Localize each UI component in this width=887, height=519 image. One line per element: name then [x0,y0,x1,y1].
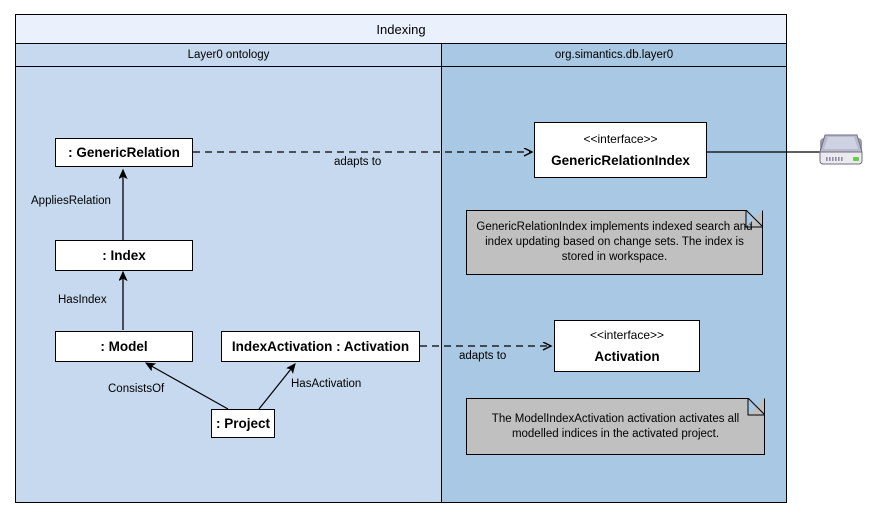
edge-label-text: HasIndex [58,294,107,306]
edge-label-text: adapts to [459,350,507,362]
edge-label-adapts-to-activation: adapts to [459,350,506,362]
note-text: The ModelIndexActivation activation acti… [491,412,740,440]
edge-label-applies-relation: AppliesRelation [31,195,111,207]
note-fold-line-icon [745,210,763,228]
column-header-label: org.simantics.db.layer0 [554,49,674,61]
node-stereotype: <<interface>> [583,132,658,146]
note-generic-relation-index[interactable]: GenericRelationIndex implements indexed … [466,210,763,275]
page-title: Indexing [376,21,426,37]
node-label: : Index [102,248,146,263]
column-header-layer0-ontology: Layer0 ontology [16,44,442,66]
column-header-label: Layer0 ontology [187,49,270,61]
column-header-row: Layer0 ontology org.simantics.db.layer0 [16,44,786,67]
node-index[interactable]: : Index [55,240,193,271]
edge-label-text: HasActivation [291,378,362,390]
edge-label-has-index: HasIndex [58,294,107,306]
edge-label-consists-of: ConsistsOf [108,383,164,395]
node-label: : Model [100,339,148,354]
node-index-activation[interactable]: IndexActivation : Activation [221,331,420,362]
note-model-index-activation[interactable]: The ModelIndexActivation activation acti… [466,398,765,455]
edge-label-text: ConsistsOf [108,383,165,395]
edge-label-has-activation: HasActivation [291,378,361,390]
edge-label-text: AppliesRelation [31,195,111,207]
node-label: : GenericRelation [68,145,180,160]
node-model[interactable]: : Model [55,331,193,362]
column-header-org-simantics-db-layer0: org.simantics.db.layer0 [442,44,786,66]
node-activation[interactable]: <<interface>> Activation [554,320,700,372]
node-label: : Project [215,416,270,431]
node-stereotype: <<interface>> [589,328,665,342]
node-label: IndexActivation : Activation [231,339,410,354]
node-project[interactable]: : Project [211,409,275,438]
node-label: GenericRelationIndex [551,153,690,168]
edge-label-adapts-to-generic-relation-index: adapts to [334,156,381,168]
diagram-title-band: Indexing [16,15,786,44]
edge-label-text: adapts to [334,156,382,168]
hard-drive-icon [819,134,863,165]
node-generic-relation[interactable]: : GenericRelation [55,138,193,167]
note-fold-line-icon [747,398,765,416]
node-generic-relation-index[interactable]: <<interface>> GenericRelationIndex [534,122,707,178]
note-text: GenericRelationIndex implements indexed … [476,221,753,263]
node-label: Activation [594,349,660,364]
